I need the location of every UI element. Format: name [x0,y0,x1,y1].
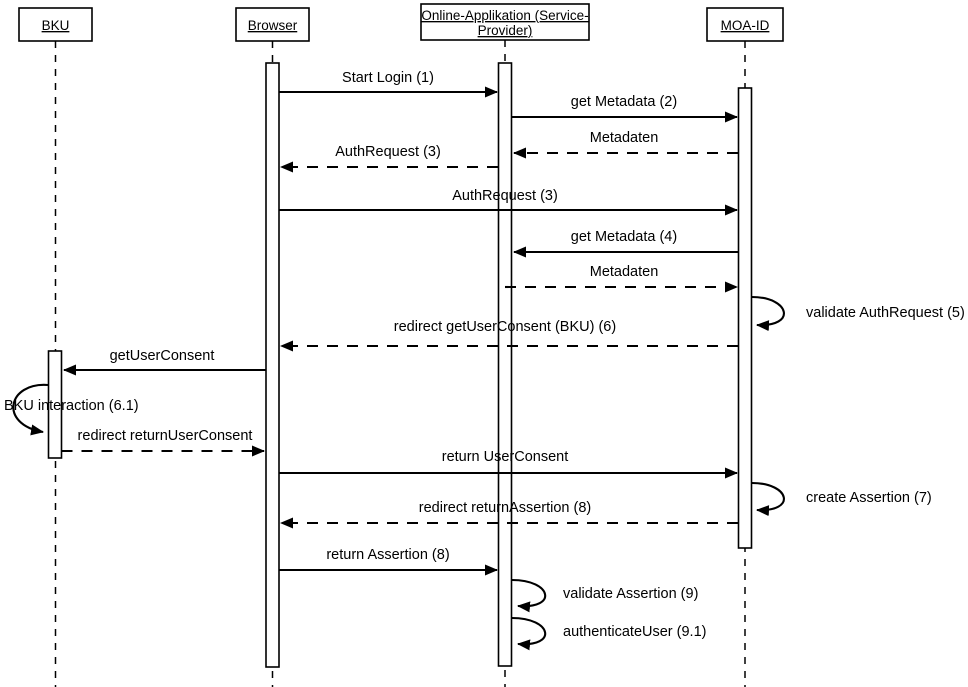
message-label-start-login: Start Login (1) [342,70,434,86]
message-label-authenticate-user: authenticateUser (9.1) [563,624,706,640]
message-label-getuserconsent: getUserConsent [110,348,215,364]
lifeline-head-browser[interactable]: Browser [235,7,310,42]
message-arrow-authenticate-user [511,616,547,651]
message-label-redirect-returnuserconsent: redirect returnUserConsent [78,428,253,444]
message-label-metadaten-2: Metadaten [590,264,659,280]
message-label-authrequest-3-to-moaid: AuthRequest (3) [452,188,558,204]
message-label-return-userconsent: return UserConsent [442,449,569,465]
message-label-metadaten-1: Metadaten [590,130,659,146]
message-metadaten-1[interactable]: Metadaten [513,130,738,159]
message-arrow-create-assertion [751,481,785,517]
message-label-authrequest-3-to-browser: AuthRequest (3) [335,144,441,160]
message-label-bku-interaction: BKU interaction (6.1) [4,398,139,414]
lifeline-head-bku[interactable]: BKU [18,7,93,42]
message-redirect-returnuserconsent[interactable]: redirect returnUserConsent [61,428,265,457]
lifeline-label-online-applikation-line1: Online-Applikation (Service- [421,8,588,23]
message-get-metadata-4[interactable]: get Metadata (4) [513,229,738,258]
message-redirect-getuserconsent[interactable]: redirect getUserConsent (BKU) (6) [280,319,738,352]
message-authrequest-3-to-moaid[interactable]: AuthRequest (3) [279,188,738,216]
message-return-assertion[interactable]: return Assertion (8) [279,547,498,576]
message-label-return-assertion: return Assertion (8) [326,547,449,563]
message-label-redirect-returnassertion: redirect returnAssertion (8) [419,500,591,516]
lifeline-label-bku: BKU [42,18,70,33]
message-start-login[interactable]: Start Login (1) [279,70,498,98]
message-create-assertion[interactable]: create Assertion (7) [751,481,932,517]
message-bku-interaction[interactable]: BKU interaction (6.1) [4,383,139,436]
message-arrow-validate-authrequest [751,295,785,332]
lifeline-head-online-applikation[interactable]: Online-Applikation (Service- Provider) [420,3,590,41]
message-label-get-metadata-4: get Metadata (4) [571,229,677,245]
activation-bar-online-applikation [497,62,513,667]
message-label-validate-assertion: validate Assertion (9) [563,586,698,602]
message-arrow-bku-interaction [12,383,49,436]
message-label-validate-authrequest: validate AuthRequest (5) [806,305,965,321]
message-validate-assertion[interactable]: validate Assertion (9) [511,578,698,613]
lifeline-label-moaid: MOA-ID [721,18,770,33]
message-getuserconsent[interactable]: getUserConsent [63,348,266,376]
lifeline-label-browser: Browser [248,18,298,33]
activation-bar-bku [47,350,63,459]
message-authenticate-user[interactable]: authenticateUser (9.1) [511,616,706,651]
activation-bar-browser [265,62,280,668]
message-label-get-metadata-2: get Metadata (2) [571,94,677,110]
message-get-metadata-2[interactable]: get Metadata (2) [511,94,738,123]
message-label-redirect-getuserconsent: redirect getUserConsent (BKU) (6) [394,319,616,335]
lifeline-head-moaid[interactable]: MOA-ID [706,7,784,42]
message-authrequest-3-to-browser[interactable]: AuthRequest (3) [280,144,498,173]
message-return-userconsent[interactable]: return UserConsent [279,449,738,479]
message-validate-authrequest[interactable]: validate AuthRequest (5) [751,295,965,332]
message-label-create-assertion: create Assertion (7) [806,490,932,506]
message-metadaten-2[interactable]: Metadaten [505,264,738,293]
lifeline-label-online-applikation-line2: Provider) [478,23,533,38]
activation-bar-moaid [737,87,753,549]
message-redirect-returnassertion[interactable]: redirect returnAssertion (8) [280,500,738,529]
message-arrow-validate-assertion [511,578,547,613]
